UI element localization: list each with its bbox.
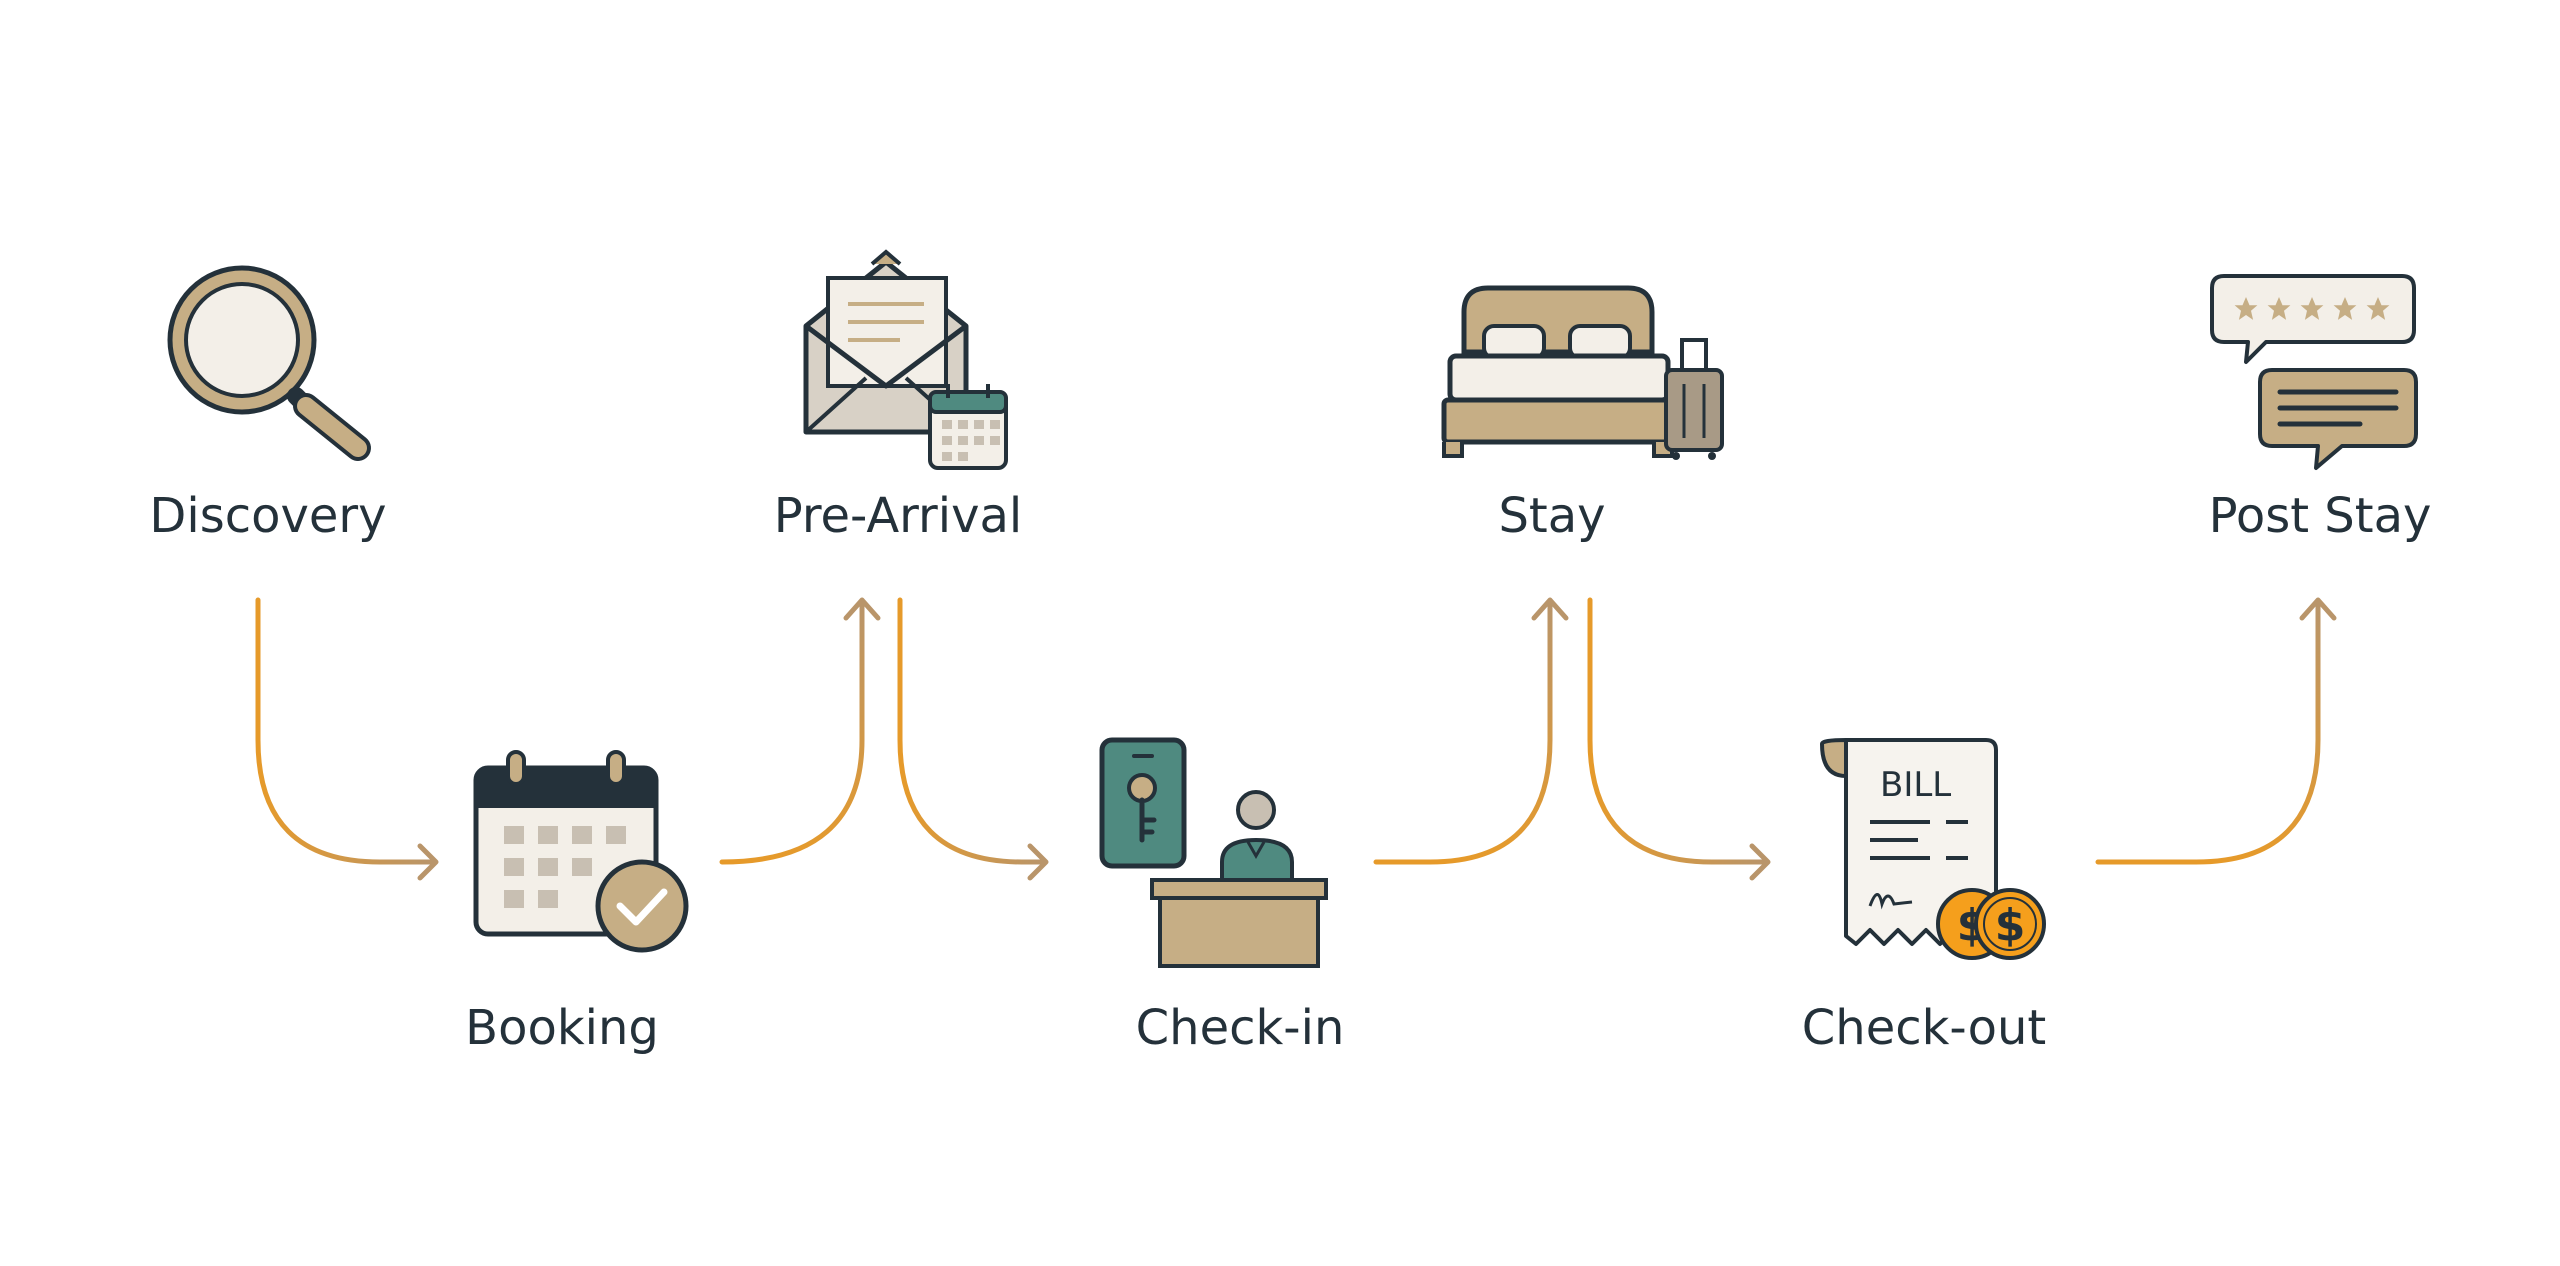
stage-check-in: Check-in <box>1099 737 1345 1056</box>
stage-label-booking: Booking <box>465 1000 659 1056</box>
connector-arrows <box>255 597 2337 881</box>
stage-label-check-in: Check-in <box>1136 1000 1345 1056</box>
stage-label-discovery: Discovery <box>149 488 386 544</box>
stage-label-stay: Stay <box>1498 488 1605 544</box>
stage-post-stay: Post Stay <box>2209 274 2432 544</box>
arrow-booking-to-pre-arrival <box>719 597 881 865</box>
bill-coins-icon: BILL $ $ <box>1819 737 2046 960</box>
stage-check-out: BILL $ $ Check-out <box>1802 737 2046 1056</box>
arrow-discovery-to-booking <box>255 597 439 881</box>
arrow-stay-to-check-out <box>1587 597 1771 881</box>
bed-luggage-icon <box>1441 285 1724 460</box>
bill-title: BILL <box>1880 765 1951 805</box>
magnifier-icon <box>167 265 371 461</box>
stage-label-pre-arrival: Pre-Arrival <box>774 488 1023 544</box>
stage-label-post-stay: Post Stay <box>2209 488 2432 544</box>
coin-dollar-front: $ <box>1995 900 2026 951</box>
arrow-check-out-to-post-stay <box>2095 597 2337 865</box>
envelope-calendar-icon <box>803 249 1008 470</box>
phone-key-reception-icon <box>1099 737 1328 968</box>
arrow-check-in-to-stay <box>1373 597 1569 865</box>
stage-discovery: Discovery <box>149 265 387 544</box>
stage-label-check-out: Check-out <box>1802 1000 2046 1056</box>
stage-pre-arrival: Pre-Arrival <box>774 249 1023 544</box>
calendar-check-icon <box>473 750 689 953</box>
review-chat-icon <box>2210 274 2418 470</box>
stage-booking: Booking <box>465 750 689 1056</box>
stage-stay: Stay <box>1441 285 1724 544</box>
arrow-pre-arrival-to-check-in <box>897 597 1049 881</box>
rating-stars <box>2234 297 2390 320</box>
